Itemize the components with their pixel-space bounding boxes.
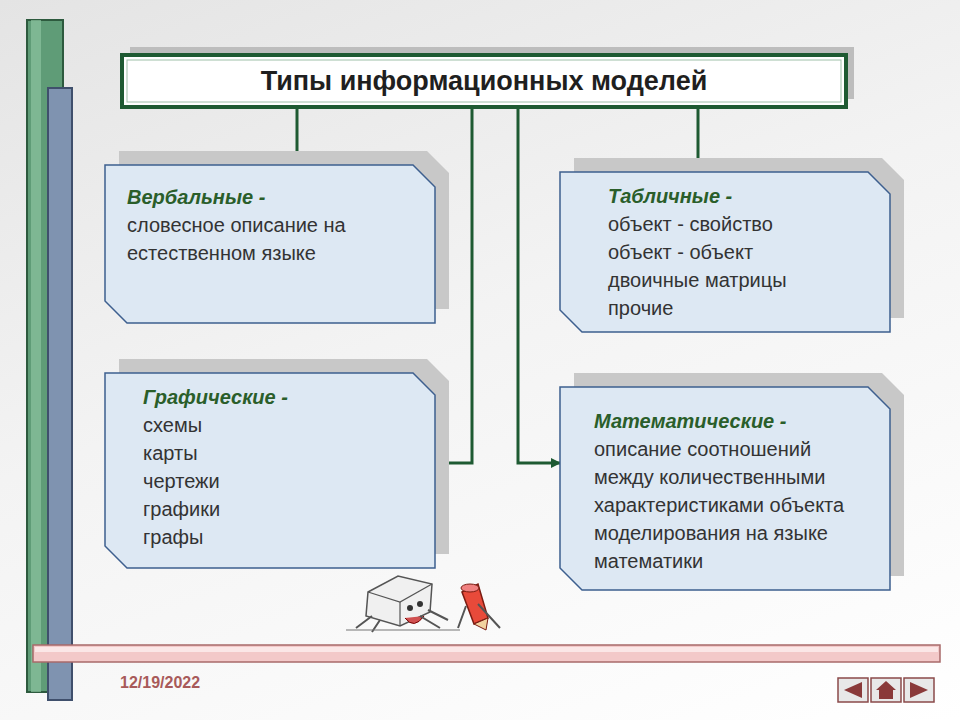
bottom-bar [33,645,940,662]
date-label: 12/19/2022 [120,674,200,692]
blue-bar [48,88,72,700]
bar-highlight [35,647,938,652]
box-body: объект - свойство [608,210,842,238]
model-type-box: Вербальные -словесное описание на естест… [105,165,435,323]
box-body: прочие [608,294,842,322]
nav-buttons [838,678,934,702]
box-body: графы [143,523,397,551]
box-body: объект - объект [608,238,842,266]
model-type-box: Графические -схемыкартычертежиграфикигра… [105,373,435,568]
model-type-box: Математические -описание соотношений меж… [560,387,890,590]
box-heading: Вербальные - [127,183,413,211]
eraser-pencil-illustration [346,576,500,632]
title-text: Типы информационных моделей [261,66,708,97]
box-heading: Табличные - [608,182,842,210]
model-type-box: Табличные -объект - свойствообъект - объ… [560,172,890,332]
box-heading: Графические - [143,383,397,411]
bar-highlight [31,20,41,692]
box-body: графики [143,495,397,523]
box-body: словесное описание на естественном языке [127,211,413,267]
box-body: двоичные матрицы [608,266,842,294]
box-body: описание соотношений между количественны… [594,435,856,575]
box-body: карты [143,439,397,467]
box-body: чертежи [143,467,397,495]
box-heading: Математические - [594,407,856,435]
title-box: Типы информационных моделей [122,55,846,107]
box-body: схемы [143,411,397,439]
connector-arrow [518,107,560,463]
